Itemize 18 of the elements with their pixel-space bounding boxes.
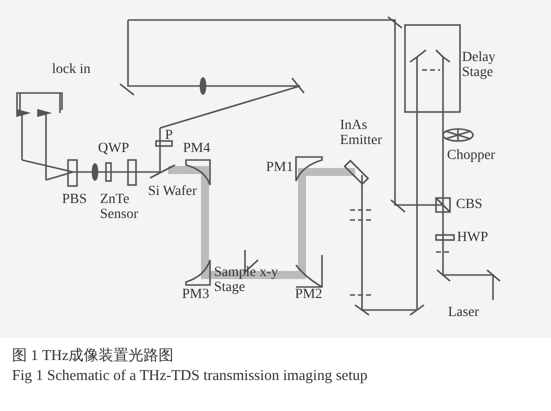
component-label: ZnTe Sensor (100, 192, 140, 222)
component-label: Chopper (447, 148, 496, 163)
component-label: lock in (52, 62, 92, 77)
component-label: PM1 (266, 160, 294, 175)
component-label: Delay Stage (462, 50, 496, 80)
component-label: Si Wafer (148, 184, 198, 199)
component-label: Sample x-y Stage (214, 265, 280, 295)
component-label: CBS (456, 197, 484, 212)
component-label: PM4 (183, 141, 212, 156)
figure-caption: Fig 1 Schematic of a THz-TDS transmission imaging setup (12, 368, 368, 385)
component-label: InAs Emitter (340, 118, 383, 148)
component-label: P (165, 128, 174, 143)
component-label: HWP (457, 230, 490, 245)
component-label: Laser (448, 305, 480, 320)
component-label: PM2 (295, 287, 324, 302)
component-label: QWP (98, 141, 130, 156)
component-label: PBS (62, 192, 88, 207)
figure-caption: 图 1 THz成像装置光路图 (12, 346, 174, 365)
